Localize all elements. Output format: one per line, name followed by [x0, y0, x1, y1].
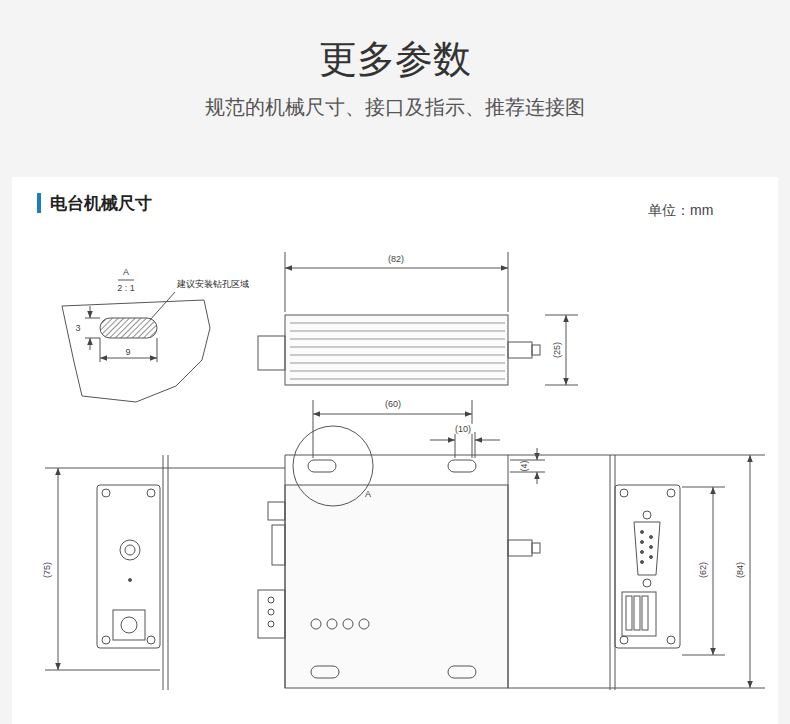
housing-front — [285, 485, 508, 688]
section-bar — [37, 193, 41, 213]
power-jack — [113, 610, 145, 640]
section-heading: 电台机械尺寸 — [50, 194, 152, 214]
unit-note: 单位：mm — [648, 202, 713, 218]
antenna-connector — [120, 540, 140, 560]
dimension: (84) — [735, 562, 745, 578]
scale-label: 2 : 1 — [117, 283, 135, 293]
terminal-top — [258, 336, 285, 370]
detail-label: A — [123, 267, 129, 277]
side-plate-right — [615, 485, 680, 648]
subtitle: 规范的机械尺寸、接口及指示、推荐连接图 — [205, 96, 585, 119]
mount-slot — [308, 460, 336, 472]
detail-label: A — [365, 489, 371, 499]
dimension: (10) — [453, 424, 473, 434]
dimension: (75) — [42, 562, 52, 578]
dimension: (60) — [383, 399, 403, 409]
dimension: (4) — [519, 461, 529, 472]
leader-line — [150, 292, 175, 320]
dimension: (62) — [698, 562, 708, 578]
detail-outline — [62, 300, 210, 402]
housing-top — [285, 315, 508, 385]
page-title: 更多参数 — [319, 38, 471, 82]
terminal-block — [622, 592, 656, 636]
drill-slot — [100, 318, 157, 338]
drill-note: 建议安装钻孔区域 — [177, 279, 249, 289]
dimension: (25) — [552, 342, 562, 358]
dimension: 3 — [75, 323, 80, 333]
side-plate-left — [97, 485, 160, 648]
dimension: 9 — [123, 347, 132, 357]
dimension: (82) — [386, 254, 406, 264]
antenna-top — [508, 342, 532, 358]
detail-circle — [293, 426, 373, 506]
db9-port — [634, 522, 660, 575]
